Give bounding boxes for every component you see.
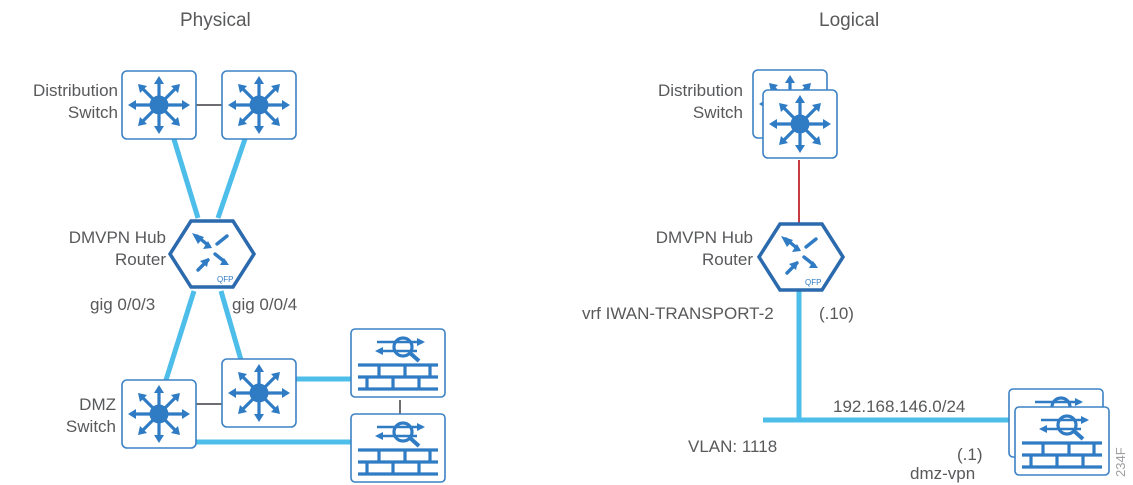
dmz-switch-right-icon — [220, 357, 298, 429]
firewall-top-icon — [349, 327, 447, 399]
dmz-switch-left-icon — [120, 378, 198, 450]
figure-id: 234F — [1113, 447, 1128, 477]
physical-heading: Physical — [180, 10, 251, 31]
firewall-bottom-icon — [349, 412, 447, 483]
router-qfp-badge: QFP — [217, 275, 233, 284]
firewall-host-address: (.1) — [957, 445, 983, 464]
port-gig-0-0-3: gig 0/0/3 — [90, 295, 156, 314]
vrf-label: vrf IWAN-TRANSPORT-2 — [582, 304, 774, 323]
distribution-switch-left-icon — [120, 69, 198, 141]
dmvpn-hub-router-icon — [168, 219, 256, 289]
vlan-label: VLAN: 1118 — [688, 437, 778, 456]
distribution-switch-front-icon — [761, 88, 839, 160]
subnet-label: 192.168.146.0/24 — [833, 397, 966, 416]
firewall-name-label: dmz-vpn — [910, 464, 976, 483]
port-gig-0-0-4: gig 0/0/4 — [232, 295, 298, 314]
logical-router-qfp-badge: QFP — [805, 278, 821, 287]
link-hub-to-dmz-right — [218, 290, 244, 361]
hub-host-address: (.10) — [819, 304, 854, 323]
link-dist-right-to-hub — [215, 135, 249, 219]
link-dist-left-to-hub — [170, 135, 201, 219]
link-hub-to-dmz-left — [163, 290, 197, 381]
distribution-switch-right-icon — [220, 69, 298, 141]
logical-hub-router-icon — [757, 222, 845, 292]
dmz-vpn-firewall-front-icon — [1013, 405, 1111, 477]
logical-heading: Logical — [819, 10, 880, 31]
